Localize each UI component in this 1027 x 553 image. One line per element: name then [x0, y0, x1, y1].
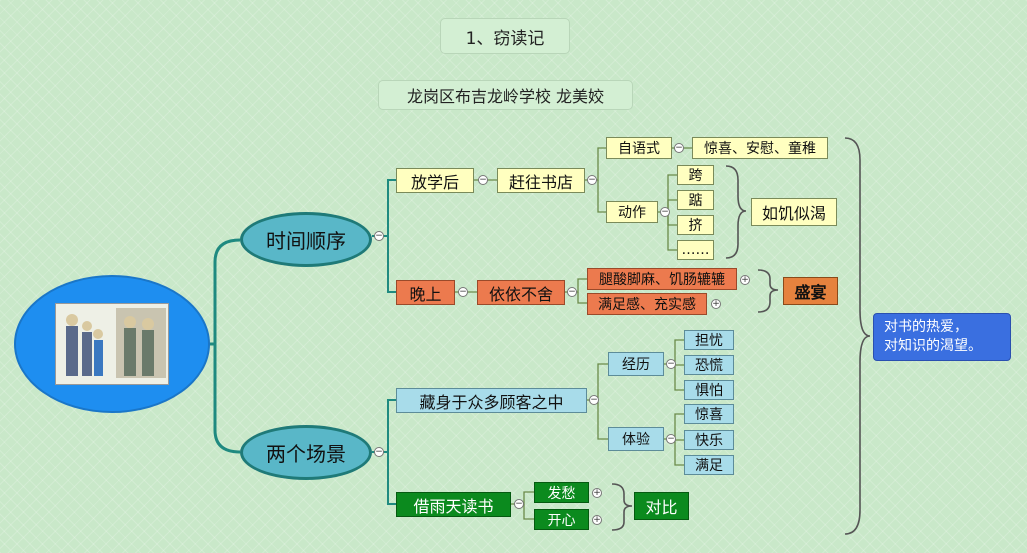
expand-icon[interactable]: +	[711, 299, 721, 309]
node-after-school[interactable]: 放学后	[396, 168, 474, 193]
collapse-icon[interactable]: −	[567, 287, 577, 297]
collapse-icon[interactable]: −	[589, 395, 599, 405]
experience-item[interactable]: 担忧	[684, 330, 734, 350]
collapse-icon[interactable]: −	[514, 499, 524, 509]
node-satisfaction[interactable]: 满足感、充实感	[587, 293, 707, 315]
feeling-item[interactable]: 快乐	[684, 430, 734, 450]
node-thirst[interactable]: 如饥似渴	[751, 198, 837, 226]
node-feelings[interactable]: 惊喜、安慰、童稚	[692, 137, 828, 159]
summary-line: 对书的热爱，	[884, 319, 968, 335]
branch-two-scenes[interactable]: 两个场景	[240, 425, 372, 480]
branch-time-order[interactable]: 时间顺序	[240, 212, 372, 267]
reading-scene-illustration	[55, 303, 169, 385]
expand-icon[interactable]: +	[740, 275, 750, 285]
collapse-icon[interactable]: −	[660, 207, 670, 217]
collapse-icon[interactable]: −	[478, 175, 488, 185]
action-item[interactable]: 跨	[677, 165, 714, 185]
node-evening[interactable]: 晚上	[396, 280, 455, 305]
node-tired-hungry[interactable]: 腿酸脚麻、饥肠辘辘	[587, 268, 737, 290]
collapse-icon[interactable]: −	[666, 359, 676, 369]
node-feeling[interactable]: 体验	[608, 427, 664, 451]
expand-icon[interactable]: +	[592, 488, 602, 498]
node-experience[interactable]: 经历	[608, 352, 664, 376]
node-rainy-day-reading[interactable]: 借雨天读书	[396, 492, 511, 517]
node-happy[interactable]: 开心	[534, 509, 589, 530]
summary-note[interactable]: 对书的热爱， 对知识的渴望。	[873, 313, 1011, 361]
node-actions[interactable]: 动作	[606, 201, 658, 223]
action-item[interactable]: 挤	[677, 215, 714, 235]
collapse-icon[interactable]: −	[666, 434, 676, 444]
experience-item[interactable]: 惧怕	[684, 380, 734, 400]
node-feast[interactable]: 盛宴	[783, 277, 838, 305]
action-item[interactable]: 踮	[677, 190, 714, 210]
node-rush-to-store[interactable]: 赶往书店	[497, 168, 585, 193]
collapse-icon[interactable]: −	[374, 231, 384, 241]
feeling-item[interactable]: 满足	[684, 455, 734, 475]
summary-line: 对知识的渴望。	[884, 338, 982, 354]
central-topic[interactable]	[14, 275, 210, 413]
author-label: 龙岗区布吉龙岭学校 龙美姣	[378, 80, 633, 110]
collapse-icon[interactable]: −	[374, 447, 384, 457]
node-contrast[interactable]: 对比	[634, 492, 689, 520]
experience-item[interactable]: 恐慌	[684, 355, 734, 375]
page-title: 1、窃读记	[440, 18, 570, 54]
node-self-talk[interactable]: 自语式	[606, 137, 672, 159]
collapse-icon[interactable]: −	[674, 143, 684, 153]
node-hide-among-customers[interactable]: 藏身于众多顾客之中	[396, 388, 587, 413]
feeling-item[interactable]: 惊喜	[684, 404, 734, 424]
node-worry[interactable]: 发愁	[534, 482, 589, 503]
collapse-icon[interactable]: −	[587, 175, 597, 185]
node-reluctant[interactable]: 依依不舍	[477, 280, 565, 305]
collapse-icon[interactable]: −	[458, 287, 468, 297]
action-item[interactable]: ……	[677, 240, 714, 260]
expand-icon[interactable]: +	[592, 515, 602, 525]
